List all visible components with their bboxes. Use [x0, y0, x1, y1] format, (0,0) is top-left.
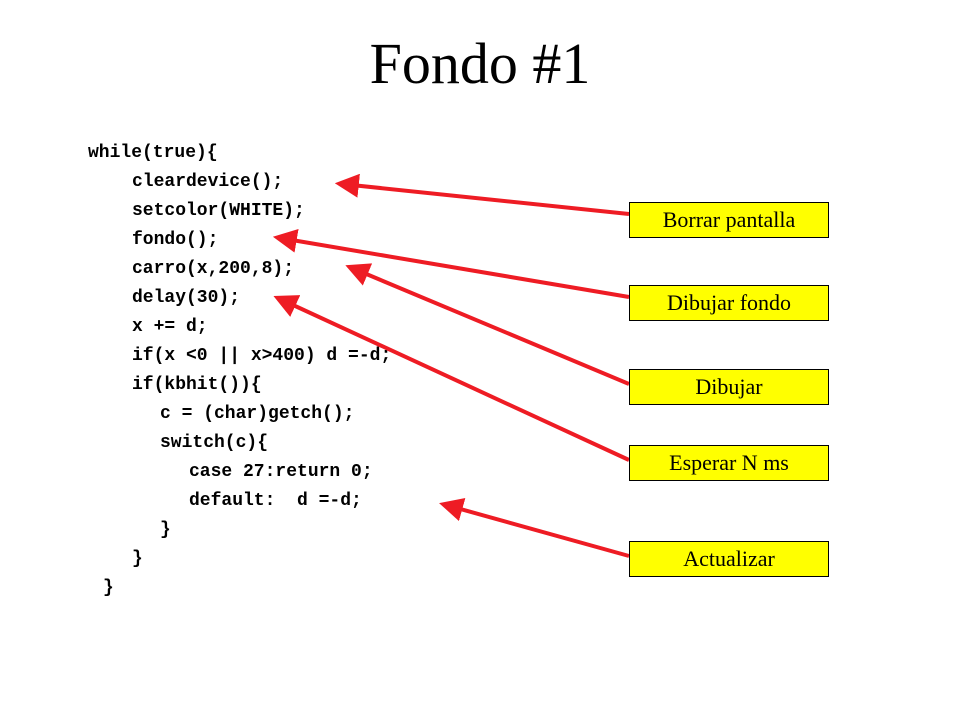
code-line: carro(x,200,8);	[132, 259, 295, 279]
code-line: if(kbhit()){	[132, 375, 262, 395]
label-dibujar-fondo: Dibujar fondo	[629, 285, 829, 321]
code-line: delay(30);	[132, 288, 241, 308]
arrow-actualizar	[439, 497, 630, 558]
arrow-dibujar	[345, 263, 630, 386]
label-actualizar: Actualizar	[629, 541, 829, 577]
label-dibujar: Dibujar	[629, 369, 829, 405]
code-line: }	[103, 578, 114, 598]
arrow-borrar-pantalla	[334, 173, 630, 216]
code-line: switch(c){	[160, 433, 269, 453]
slide-title: Fondo #1	[369, 31, 591, 96]
code-line: default: d =-d;	[189, 491, 362, 511]
arrow-dibujar-fondo	[272, 228, 630, 299]
label-esperar: Esperar N ms	[629, 445, 829, 481]
code-line: fondo();	[132, 230, 219, 250]
code-line: c = (char)getch();	[160, 404, 355, 424]
code-line: x += d;	[132, 317, 208, 337]
code-line: setcolor(WHITE);	[132, 201, 305, 221]
code-line: }	[132, 549, 143, 569]
code-line: if(x <0 || x>400) d =-d;	[132, 346, 392, 366]
code-line: cleardevice();	[132, 172, 284, 192]
code-line: }	[160, 520, 171, 540]
arrow-esperar	[273, 295, 630, 462]
label-borrar-pantalla: Borrar pantalla	[629, 202, 829, 238]
code-line: while(true){	[88, 143, 218, 163]
code-line: case 27:return 0;	[189, 462, 373, 482]
